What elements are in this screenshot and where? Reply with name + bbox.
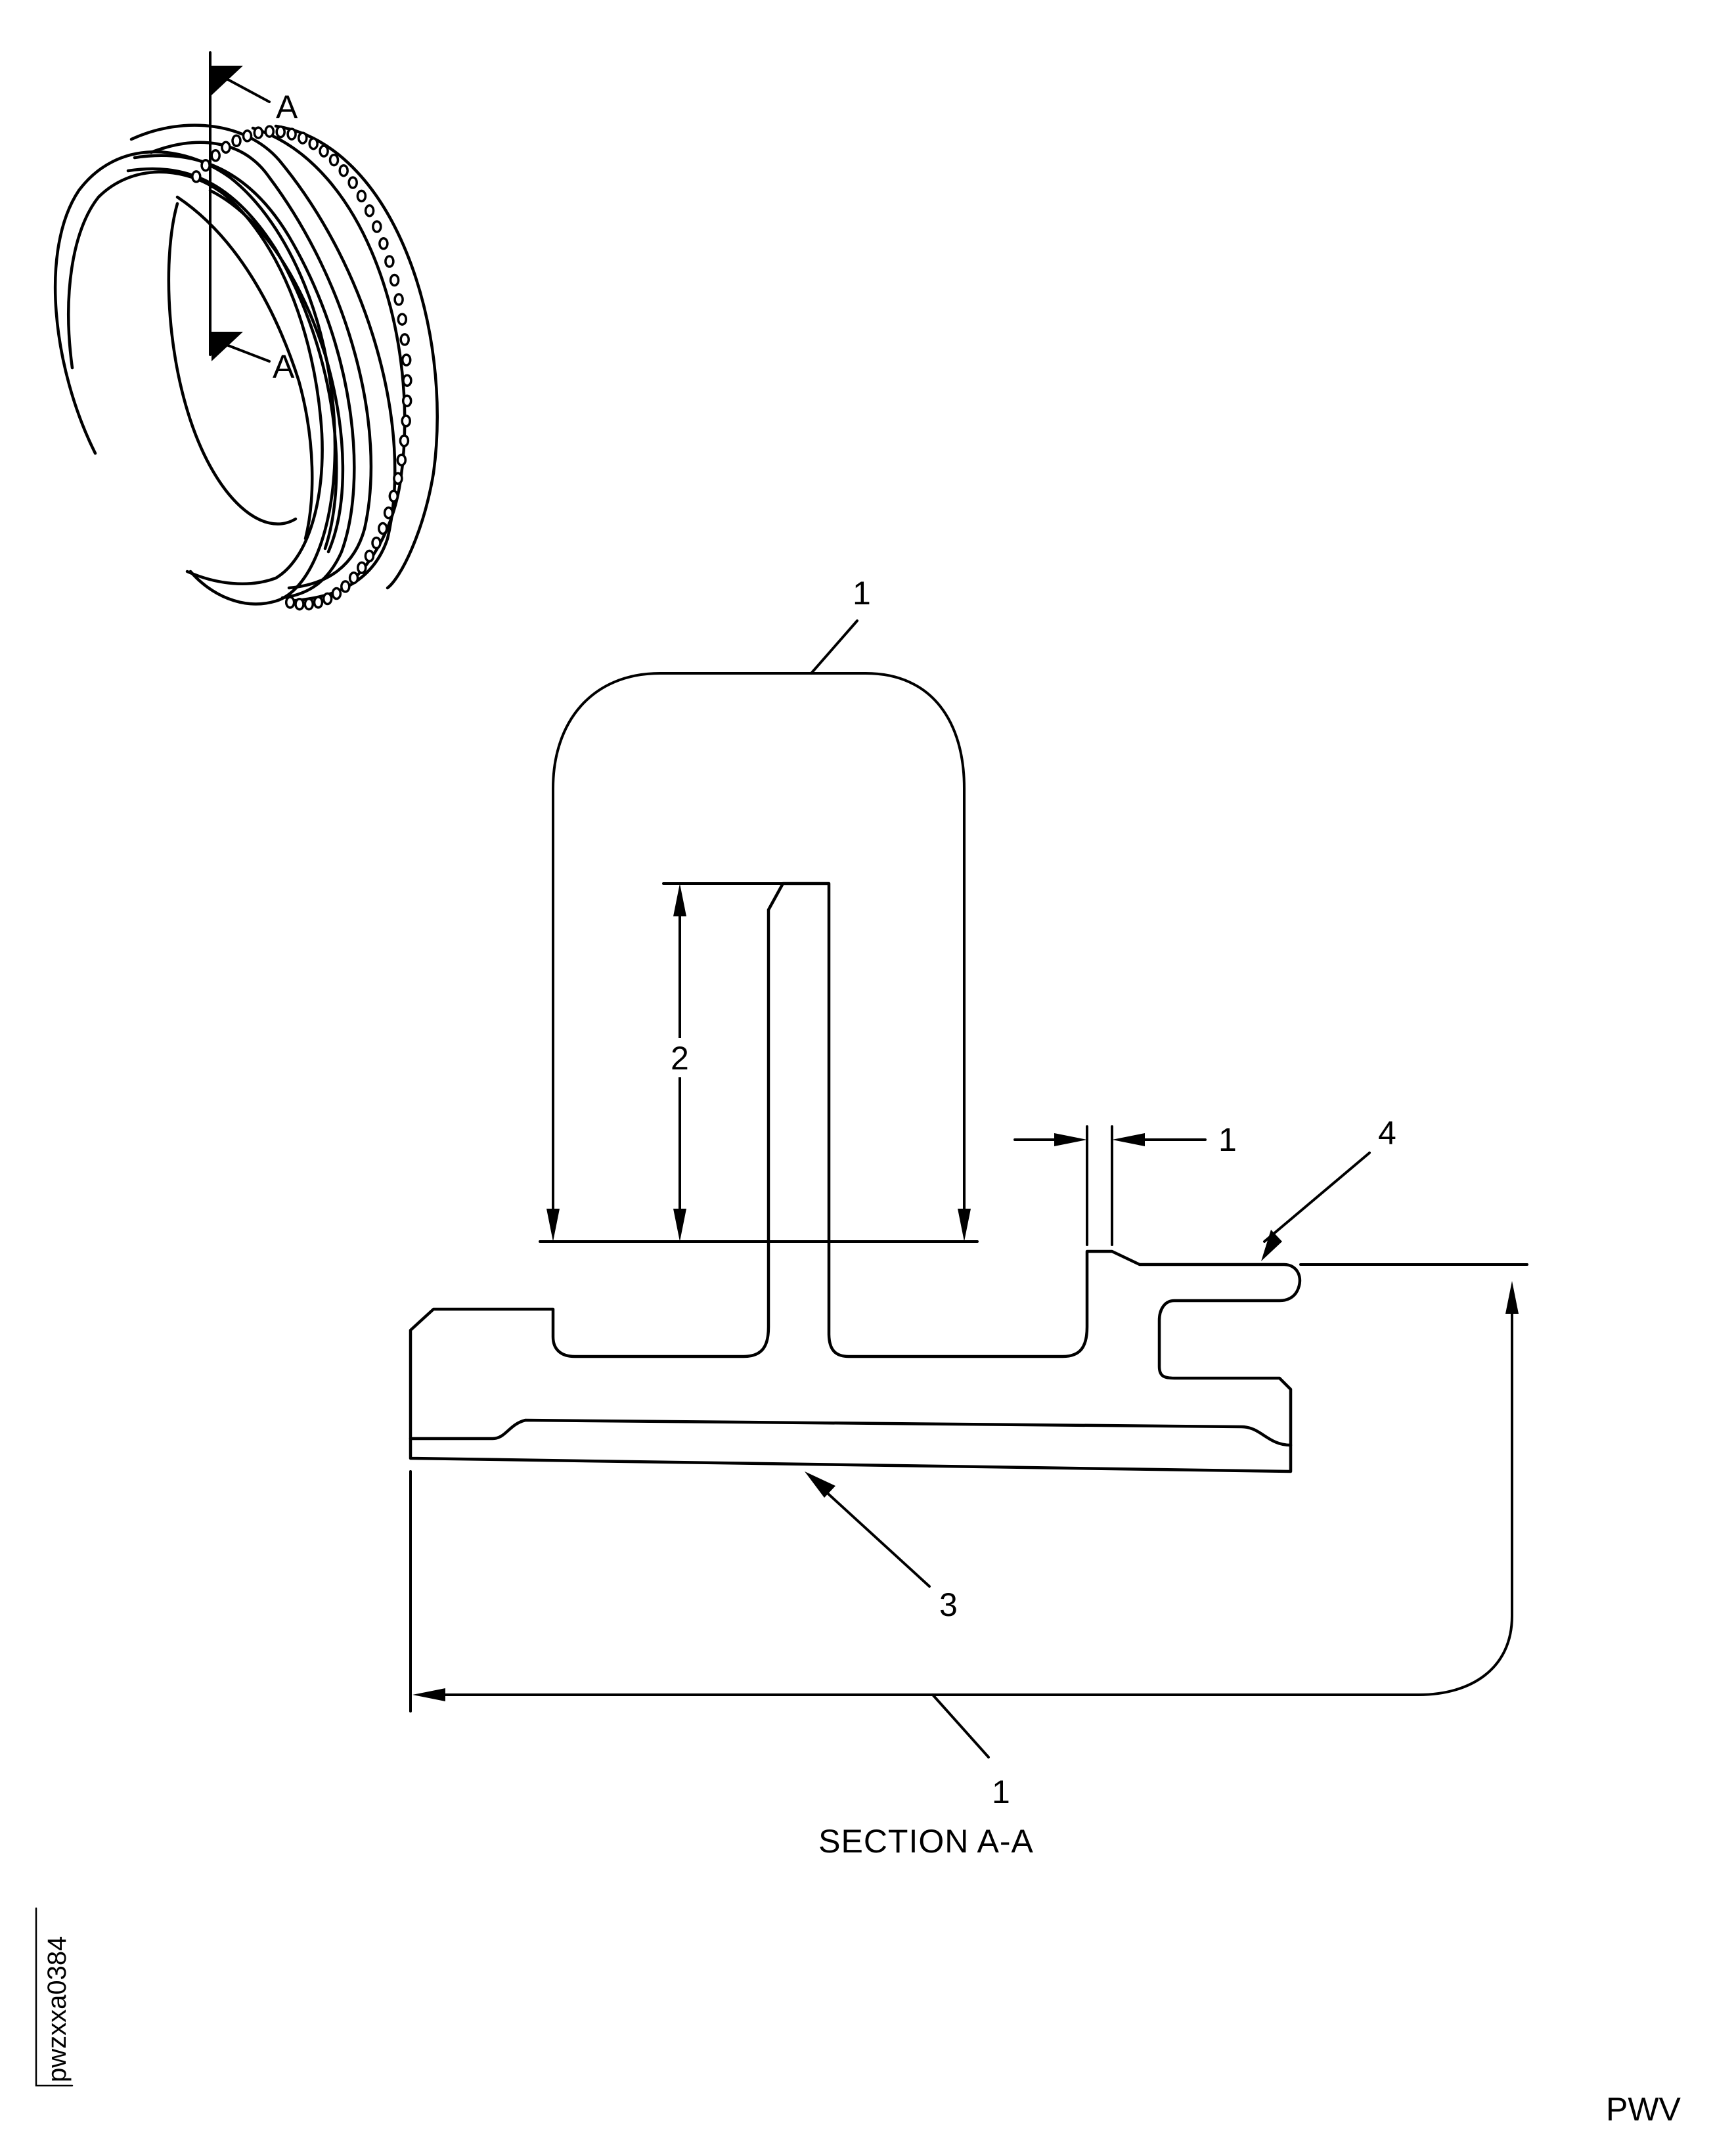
ring-band-4	[175, 195, 314, 541]
section-arrow-top-leader	[225, 78, 271, 103]
bottom-surface-leader	[813, 1480, 931, 1588]
ring-front-lip-inner	[67, 170, 324, 585]
callout-stem-height: 2	[671, 1040, 689, 1077]
bolt-hole	[221, 141, 231, 154]
section-profile	[409, 882, 1302, 1473]
bolt-hole	[393, 293, 404, 306]
bolt-hole	[378, 522, 388, 535]
bolt-hole	[253, 126, 264, 139]
bolt-hole	[356, 189, 367, 203]
callout-bottom-surface: 3	[939, 1586, 958, 1623]
bolt-hole	[393, 472, 403, 485]
lip-leader	[1263, 1152, 1371, 1243]
bolt-hole	[357, 561, 367, 574]
section-outline	[409, 882, 1302, 1473]
stem-height-arrow-bottom-icon	[673, 1209, 686, 1242]
top-width-leader	[810, 619, 858, 675]
top-width-arrow-left-icon	[546, 1209, 560, 1242]
ring-band-2	[126, 167, 338, 550]
bolt-hole	[242, 129, 253, 143]
bolt-hole	[396, 453, 407, 466]
stem-height-arrow-top-icon	[673, 884, 686, 916]
callout-top-width: 1	[853, 575, 871, 612]
section-bottom-groove	[409, 1418, 1293, 1447]
ring-back-flange	[274, 124, 439, 590]
bolt-hole	[303, 597, 315, 611]
bolt-hole	[286, 127, 297, 141]
footer-code: PWV	[1606, 2091, 1681, 2128]
bolt-hole	[384, 255, 395, 268]
bolt-hole	[383, 506, 394, 520]
callout-gap-width: 1	[1218, 1121, 1237, 1158]
section-caption: SECTION A-A	[818, 1823, 1034, 1860]
bolt-hole	[340, 580, 351, 593]
gap-width-arrow-left-icon	[1054, 1133, 1087, 1146]
bolt-hole	[402, 374, 412, 387]
bolt-hole	[389, 273, 400, 287]
flange-bolt-holes	[191, 125, 412, 611]
bottom-surface-arrow-icon	[805, 1471, 835, 1498]
bolt-hole	[284, 596, 296, 609]
figure-id-bracket	[35, 1907, 74, 2087]
bolt-hole	[308, 137, 319, 150]
dimensions: 1 2 1 4 3 1	[409, 575, 1528, 1810]
bolt-hole	[210, 149, 221, 162]
bolt-hole	[399, 434, 410, 447]
bolt-hole	[399, 333, 410, 346]
section-marker-bottom: A	[273, 348, 295, 385]
bolt-hole	[331, 587, 342, 600]
ring-inner-bore	[167, 202, 298, 526]
overall-length-arrow-left-icon	[412, 1688, 445, 1701]
bolt-hole	[371, 536, 382, 550]
ring-isometric-view: A A	[53, 51, 439, 611]
bolt-hole	[264, 125, 275, 138]
bolt-hole	[319, 145, 329, 158]
bolt-hole	[298, 131, 308, 145]
overall-length-dimension	[442, 1312, 1513, 1696]
gap-width-arrow-right-icon	[1112, 1133, 1145, 1146]
top-width-dimension	[552, 672, 966, 1213]
figure-id: pwzxxa0384	[43, 1937, 72, 2082]
bolt-hole	[275, 125, 286, 139]
bolt-hole	[338, 164, 349, 177]
bolt-hole	[348, 571, 359, 585]
overall-length-leader	[931, 1693, 990, 1758]
bolt-hole	[364, 549, 375, 563]
ring-front-lip-outer	[53, 150, 337, 606]
callout-lip: 4	[1378, 1115, 1396, 1152]
stem-height-label-bg	[660, 1038, 700, 1077]
bolt-hole	[378, 237, 389, 250]
overall-length-arrow-top-icon	[1505, 1281, 1519, 1314]
figure-id-block: pwzxxa0384	[35, 1907, 74, 2087]
bolt-hole	[372, 220, 382, 233]
bolt-hole	[322, 592, 333, 606]
ring-band-1	[133, 154, 356, 600]
top-width-arrow-right-icon	[958, 1209, 971, 1242]
section-arrow-bottom-leader	[225, 344, 271, 363]
bolt-hole	[191, 170, 202, 183]
bolt-hole	[294, 597, 305, 611]
bolt-hole	[388, 489, 399, 503]
bolt-hole	[401, 353, 412, 367]
bolt-hole	[364, 204, 375, 217]
bolt-hole	[347, 176, 358, 189]
bolt-hole	[313, 596, 324, 609]
bolt-hole	[397, 313, 408, 326]
bolt-hole	[200, 158, 211, 172]
bolt-hole	[401, 394, 412, 407]
bolt-hole	[231, 134, 242, 148]
bolt-hole	[401, 414, 411, 428]
section-marker-top: A	[276, 89, 298, 125]
ring-flange-face-outer	[129, 123, 397, 603]
callout-overall-length: 1	[992, 1774, 1010, 1810]
lip-arrow-icon	[1261, 1230, 1282, 1261]
bolt-hole	[328, 153, 340, 167]
